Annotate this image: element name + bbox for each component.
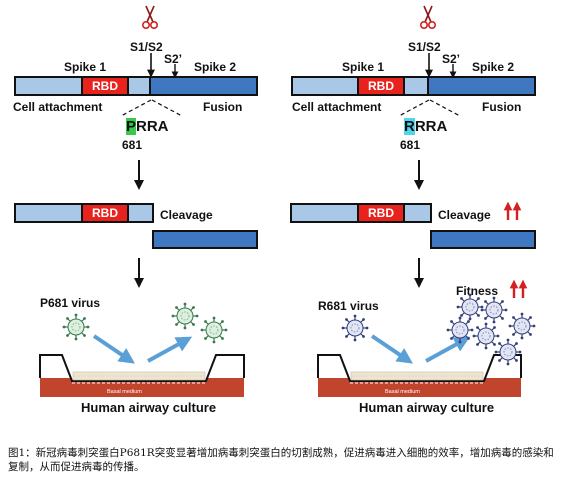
spike2-label: Spike 2 [194,60,237,74]
virus-icon [494,338,523,366]
virus-icon [446,316,474,344]
virus-icon [456,293,484,321]
cleaved-spike2-bar [430,230,536,249]
cleavage-label: Cleavage [160,208,213,222]
position-label: 681 [400,138,421,152]
culture-well [317,354,522,397]
culture-well [39,354,245,397]
culture-label: Human airway culture [81,400,217,415]
cell-attachment-label: Cell attachment [13,100,103,114]
entry-arrow [92,334,135,364]
basal-medium-label: Basal medium [385,389,420,395]
cleaved-rbd-segment: RBD [357,203,405,223]
cleavage-motif: PRRA [126,118,169,135]
rbd-segment: RBD [81,76,129,96]
virus-label: R681 virus [318,299,379,313]
figure-caption: 图1：新冠病毒刺突蛋白P681R突变显著增加病毒刺突蛋白的切割成熟，促进病毒进入… [8,447,554,473]
cleaved-rbd-segment: RBD [81,203,129,223]
culture-label: Human airway culture [359,400,495,415]
spike2-bar [427,76,536,96]
fusion-label: Fusion [203,100,243,114]
spike2-bar [149,76,258,96]
s2prime-site-label: S2’ [442,52,461,66]
zoom-line-right [429,99,461,117]
basal-medium-label: Basal medium [107,389,142,395]
rbd-segment: RBD [357,76,405,96]
virus-icon [200,316,228,344]
scissors-icon [419,5,437,30]
virus-icon [341,314,369,342]
position-label: 681 [122,138,143,152]
spike1-label: Spike 1 [342,60,385,74]
fitness-label: Fitness [456,284,499,298]
spike2-label: Spike 2 [472,60,515,74]
zoom-line-left [120,99,152,117]
s1s2-site-label: S1/S2 [130,40,163,54]
motif-rest: RRA [414,118,448,135]
virus-icon [61,313,91,341]
fusion-label: Fusion [482,100,522,114]
s1s2-site-label: S1/S2 [408,40,441,54]
motif-rest: RRA [136,118,169,135]
virus-icon [472,322,500,350]
zoom-line-left [398,99,430,117]
virus-label: P681 virus [40,296,101,310]
release-arrow [147,336,193,363]
cleavage-label: Cleavage [438,208,491,222]
entry-arrow [370,334,413,364]
scissors-icon [142,5,158,30]
zoom-line-right [151,99,183,117]
virus-icon [171,302,199,330]
motif-r-residue: R [404,118,415,135]
s2prime-site-label: S2’ [164,52,183,66]
motif-p-residue: P [126,118,137,135]
cleavage-motif: RRRA [404,118,447,135]
spike1-label: Spike 1 [64,60,107,74]
virus-icon [508,312,537,340]
virus-icon [480,296,508,324]
cleaved-spike2-bar [152,230,258,249]
cell-attachment-label: Cell attachment [292,100,382,114]
